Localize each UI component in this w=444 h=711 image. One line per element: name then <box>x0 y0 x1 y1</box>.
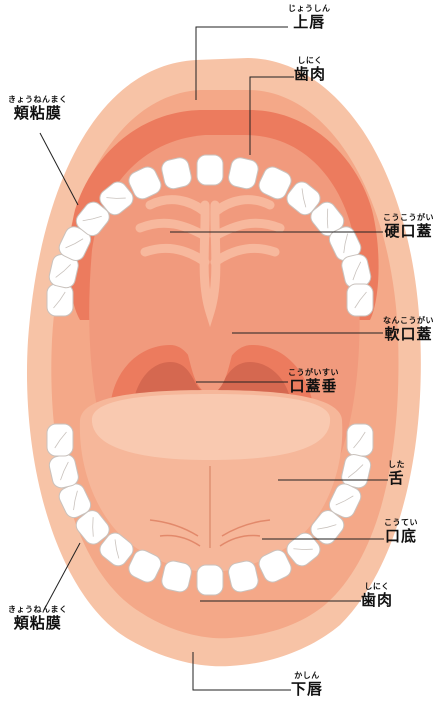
uvula-text: 口蓋垂 <box>288 379 339 394</box>
gum-lower-ruby: しにく <box>361 583 393 591</box>
uvula-ruby: こうがいすい <box>288 369 339 377</box>
label-hard-palate: こうこうがい 硬口蓋 <box>383 214 434 239</box>
label-soft-palate: なんこうがい 軟口蓋 <box>383 317 434 342</box>
gum-lower-text: 歯肉 <box>361 593 393 608</box>
label-buccal-lower: きょうねんまく 頬粘膜 <box>8 606 68 631</box>
lower-lip-text: 下唇 <box>291 682 323 697</box>
tongue-ruby: した <box>388 461 405 469</box>
gum-upper-ruby: しにく <box>294 57 326 65</box>
buccal-lower-text: 頬粘膜 <box>8 616 68 631</box>
mouth-floor-text: 口底 <box>384 529 418 544</box>
gum-upper-text: 歯肉 <box>294 67 326 82</box>
upper-tooth <box>197 155 223 185</box>
tooth-crown <box>197 155 223 185</box>
lower-tooth <box>347 424 373 456</box>
buccal-lower-ruby: きょうねんまく <box>8 606 68 614</box>
label-uvula: こうがいすい 口蓋垂 <box>288 369 339 394</box>
label-mouth-floor: こうてい 口底 <box>384 519 418 544</box>
upper-tooth <box>347 284 373 316</box>
tooth-crown <box>197 565 223 595</box>
label-lower-lip: かしん 下唇 <box>291 672 323 697</box>
mouth-floor-ruby: こうてい <box>384 519 418 527</box>
tongue-text: 舌 <box>388 471 405 486</box>
buccal-upper-text: 頬粘膜 <box>8 106 68 121</box>
lower-lip-ruby: かしん <box>291 672 323 680</box>
label-gum-lower: しにく 歯肉 <box>361 583 393 608</box>
tongue-surface <box>92 394 330 460</box>
soft-palate-text: 軟口蓋 <box>383 327 434 342</box>
label-tongue: した 舌 <box>388 461 405 486</box>
lower-tooth <box>47 424 73 456</box>
soft-palate-ruby: なんこうがい <box>383 317 434 325</box>
hard-palate-ruby: こうこうがい <box>383 214 434 222</box>
buccal-upper-ruby: きょうねんまく <box>8 96 68 104</box>
label-buccal-upper: きょうねんまく 頬粘膜 <box>8 96 68 121</box>
lower-tooth <box>197 565 223 595</box>
upper-tooth <box>47 284 73 316</box>
upper-lip-ruby: じょうしん <box>288 5 331 13</box>
hard-palate-text: 硬口蓋 <box>383 224 434 239</box>
label-gum-upper: しにく 歯肉 <box>294 57 326 82</box>
upper-lip-text: 上唇 <box>288 15 331 30</box>
label-upper-lip: じょうしん 上唇 <box>288 5 331 30</box>
